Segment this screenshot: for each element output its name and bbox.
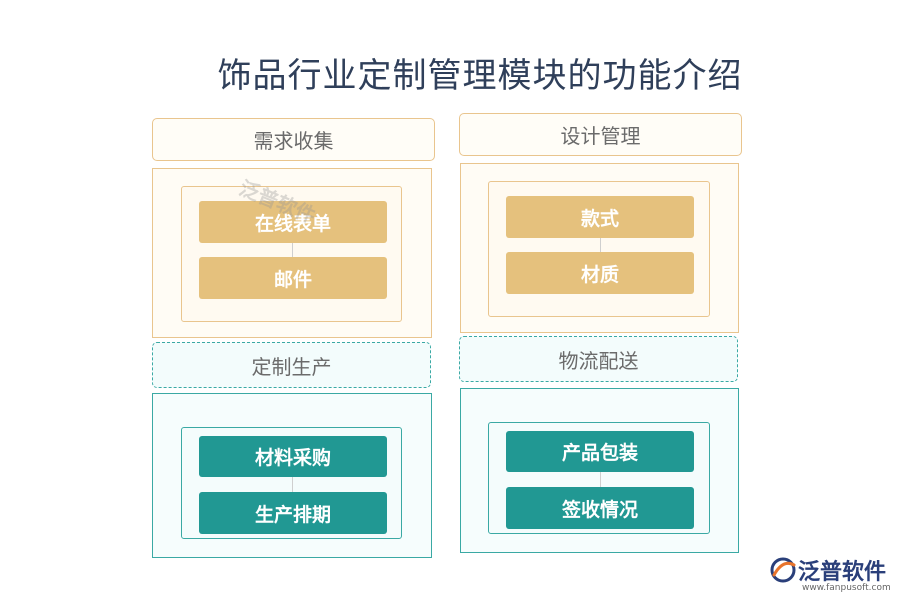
module-header-logistics: 物流配送 — [459, 336, 738, 382]
page-title: 饰品行业定制管理模块的功能介绍 — [217, 56, 743, 96]
item-style: 款式 — [506, 196, 694, 238]
item-online-form: 在线表单 — [199, 201, 387, 243]
logo-url: www.fanpusoft.com — [802, 583, 891, 593]
module-header-demand-collection: 需求收集 — [152, 118, 435, 161]
item-material: 材质 — [506, 252, 694, 294]
brand-logo: 泛普软件 www.fanpusoft.com — [768, 553, 898, 597]
connector-line — [292, 243, 293, 257]
connector-line — [292, 477, 293, 492]
logo-swirl-icon — [770, 557, 796, 583]
module-header-design-management: 设计管理 — [459, 113, 742, 156]
logo-name: 泛普软件 — [798, 560, 887, 585]
item-email: 邮件 — [199, 257, 387, 299]
module-header-custom-production: 定制生产 — [152, 342, 431, 388]
item-material-purchase: 材料采购 — [199, 436, 387, 477]
item-production-schedule: 生产排期 — [199, 492, 387, 534]
connector-line — [600, 472, 601, 487]
item-receipt-status: 签收情况 — [506, 487, 694, 529]
item-product-packaging: 产品包装 — [506, 431, 694, 472]
connector-line — [600, 238, 601, 252]
